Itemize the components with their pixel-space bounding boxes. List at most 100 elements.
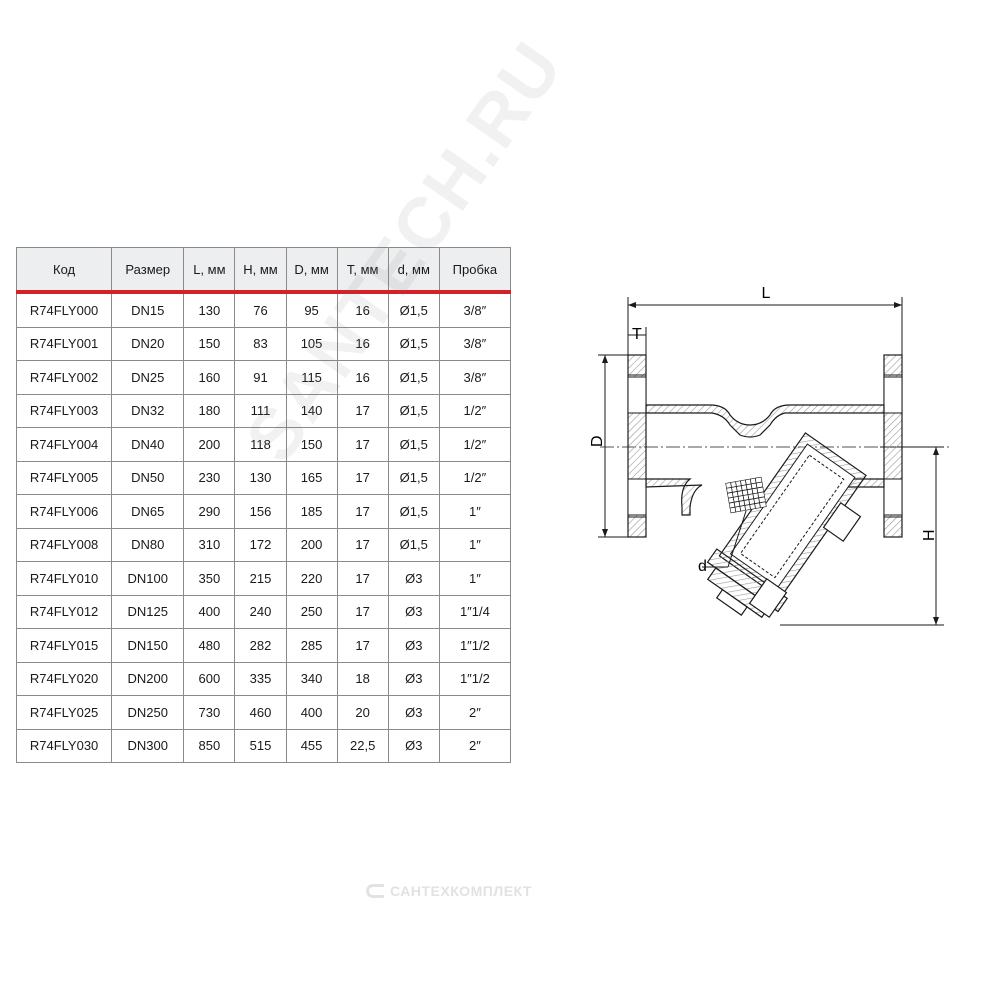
cell-height: 172 <box>234 527 287 562</box>
cell-mesh-diameter: Ø1,5 <box>387 292 440 328</box>
cell-plug: 1/2″ <box>438 393 512 428</box>
cell-flange-thickness: 17 <box>336 628 389 663</box>
cell-plug: 3/8″ <box>438 292 512 328</box>
cell-mesh-diameter: Ø1,5 <box>387 393 440 428</box>
cell-length: 180 <box>183 393 236 428</box>
label-length: L <box>762 285 771 302</box>
cell-size: DN20 <box>111 326 185 361</box>
cell-flange-thickness: 17 <box>336 460 389 495</box>
cell-size: DN125 <box>111 594 185 629</box>
cell-height: 282 <box>234 628 287 663</box>
watermark-brand: САНТЕХКОМПЛЕКТ <box>366 883 532 899</box>
body-lower-wall-left <box>645 478 703 516</box>
cell-plug: 1″1/4 <box>438 594 512 629</box>
cell-length: 600 <box>183 661 236 696</box>
cell-length: 150 <box>183 326 236 361</box>
cell-size: DN32 <box>111 393 185 428</box>
cell-mesh-diameter: Ø3 <box>387 628 440 663</box>
cell-plug: 1″1/2 <box>438 661 512 696</box>
cell-mesh-diameter: Ø1,5 <box>387 527 440 562</box>
cell-flange-thickness: 17 <box>336 393 389 428</box>
cell-code: R74FLY006 <box>15 494 113 529</box>
cell-length: 290 <box>183 494 236 529</box>
table-header-row: Код Размер L, мм H, мм D, мм T, мм d, мм… <box>15 247 512 294</box>
cell-height: 91 <box>234 360 287 395</box>
cell-height: 76 <box>234 292 287 328</box>
cell-length: 200 <box>183 427 236 462</box>
cell-size: DN25 <box>111 360 185 395</box>
cell-flange-thickness: 17 <box>336 527 389 562</box>
dimension-length: L <box>627 285 903 355</box>
cell-flange-thickness: 16 <box>336 360 389 395</box>
cell-height: 515 <box>234 728 287 763</box>
cell-height: 130 <box>234 460 287 495</box>
cell-plug: 3/8″ <box>438 360 512 395</box>
cell-flange-thickness: 22,5 <box>336 728 389 763</box>
cell-mesh-diameter: Ø3 <box>387 695 440 730</box>
cell-mesh-diameter: Ø1,5 <box>387 460 440 495</box>
cell-code: R74FLY005 <box>15 460 113 495</box>
cell-plug: 2″ <box>438 695 512 730</box>
cell-mesh-diameter: Ø1,5 <box>387 427 440 462</box>
cell-size: DN15 <box>111 292 185 328</box>
cell-height: 240 <box>234 594 287 629</box>
cell-flange-diameter: 185 <box>285 494 338 529</box>
cell-height: 460 <box>234 695 287 730</box>
cell-code: R74FLY004 <box>15 427 113 462</box>
cell-plug: 2″ <box>438 728 512 763</box>
cell-height: 215 <box>234 561 287 596</box>
cell-mesh-diameter: Ø3 <box>387 661 440 696</box>
cell-code: R74FLY020 <box>15 661 113 696</box>
cell-plug: 1″ <box>438 527 512 562</box>
cell-size: DN40 <box>111 427 185 462</box>
cell-height: 111 <box>234 393 287 428</box>
cell-size: DN300 <box>111 728 185 763</box>
cell-flange-diameter: 95 <box>285 292 338 328</box>
cell-flange-diameter: 140 <box>285 393 338 428</box>
cell-flange-thickness: 17 <box>336 494 389 529</box>
cell-length: 130 <box>183 292 236 328</box>
cell-code: R74FLY002 <box>15 360 113 395</box>
cell-size: DN80 <box>111 527 185 562</box>
label-flange-diameter: D <box>589 435 606 447</box>
header-mesh-diameter: d, мм <box>387 247 440 294</box>
cell-mesh-diameter: Ø3 <box>387 561 440 596</box>
cell-code: R74FLY000 <box>15 292 113 328</box>
watermark-brand-text: САНТЕХКОМПЛЕКТ <box>390 883 532 899</box>
cell-mesh-diameter: Ø1,5 <box>387 360 440 395</box>
cell-size: DN65 <box>111 494 185 529</box>
cell-flange-thickness: 20 <box>336 695 389 730</box>
cell-code: R74FLY010 <box>15 561 113 596</box>
cell-flange-thickness: 16 <box>336 292 389 328</box>
header-length: L, мм <box>183 247 236 294</box>
cell-flange-thickness: 17 <box>336 561 389 596</box>
cell-plug: 1″ <box>438 561 512 596</box>
cell-flange-diameter: 400 <box>285 695 338 730</box>
cell-flange-diameter: 250 <box>285 594 338 629</box>
cell-height: 335 <box>234 661 287 696</box>
cell-code: R74FLY015 <box>15 628 113 663</box>
cell-flange-diameter: 285 <box>285 628 338 663</box>
y-strainer-drawing: L T D H <box>589 285 950 626</box>
cell-mesh-diameter: Ø1,5 <box>387 326 440 361</box>
cell-flange-diameter: 220 <box>285 561 338 596</box>
cell-plug: 1/2″ <box>438 460 512 495</box>
cell-flange-diameter: 165 <box>285 460 338 495</box>
cell-height: 156 <box>234 494 287 529</box>
header-code: Код <box>15 247 113 294</box>
cell-length: 160 <box>183 360 236 395</box>
cell-code: R74FLY030 <box>15 728 113 763</box>
cell-length: 230 <box>183 460 236 495</box>
cell-height: 118 <box>234 427 287 462</box>
cell-code: R74FLY001 <box>15 326 113 361</box>
mesh-icon <box>725 476 767 514</box>
